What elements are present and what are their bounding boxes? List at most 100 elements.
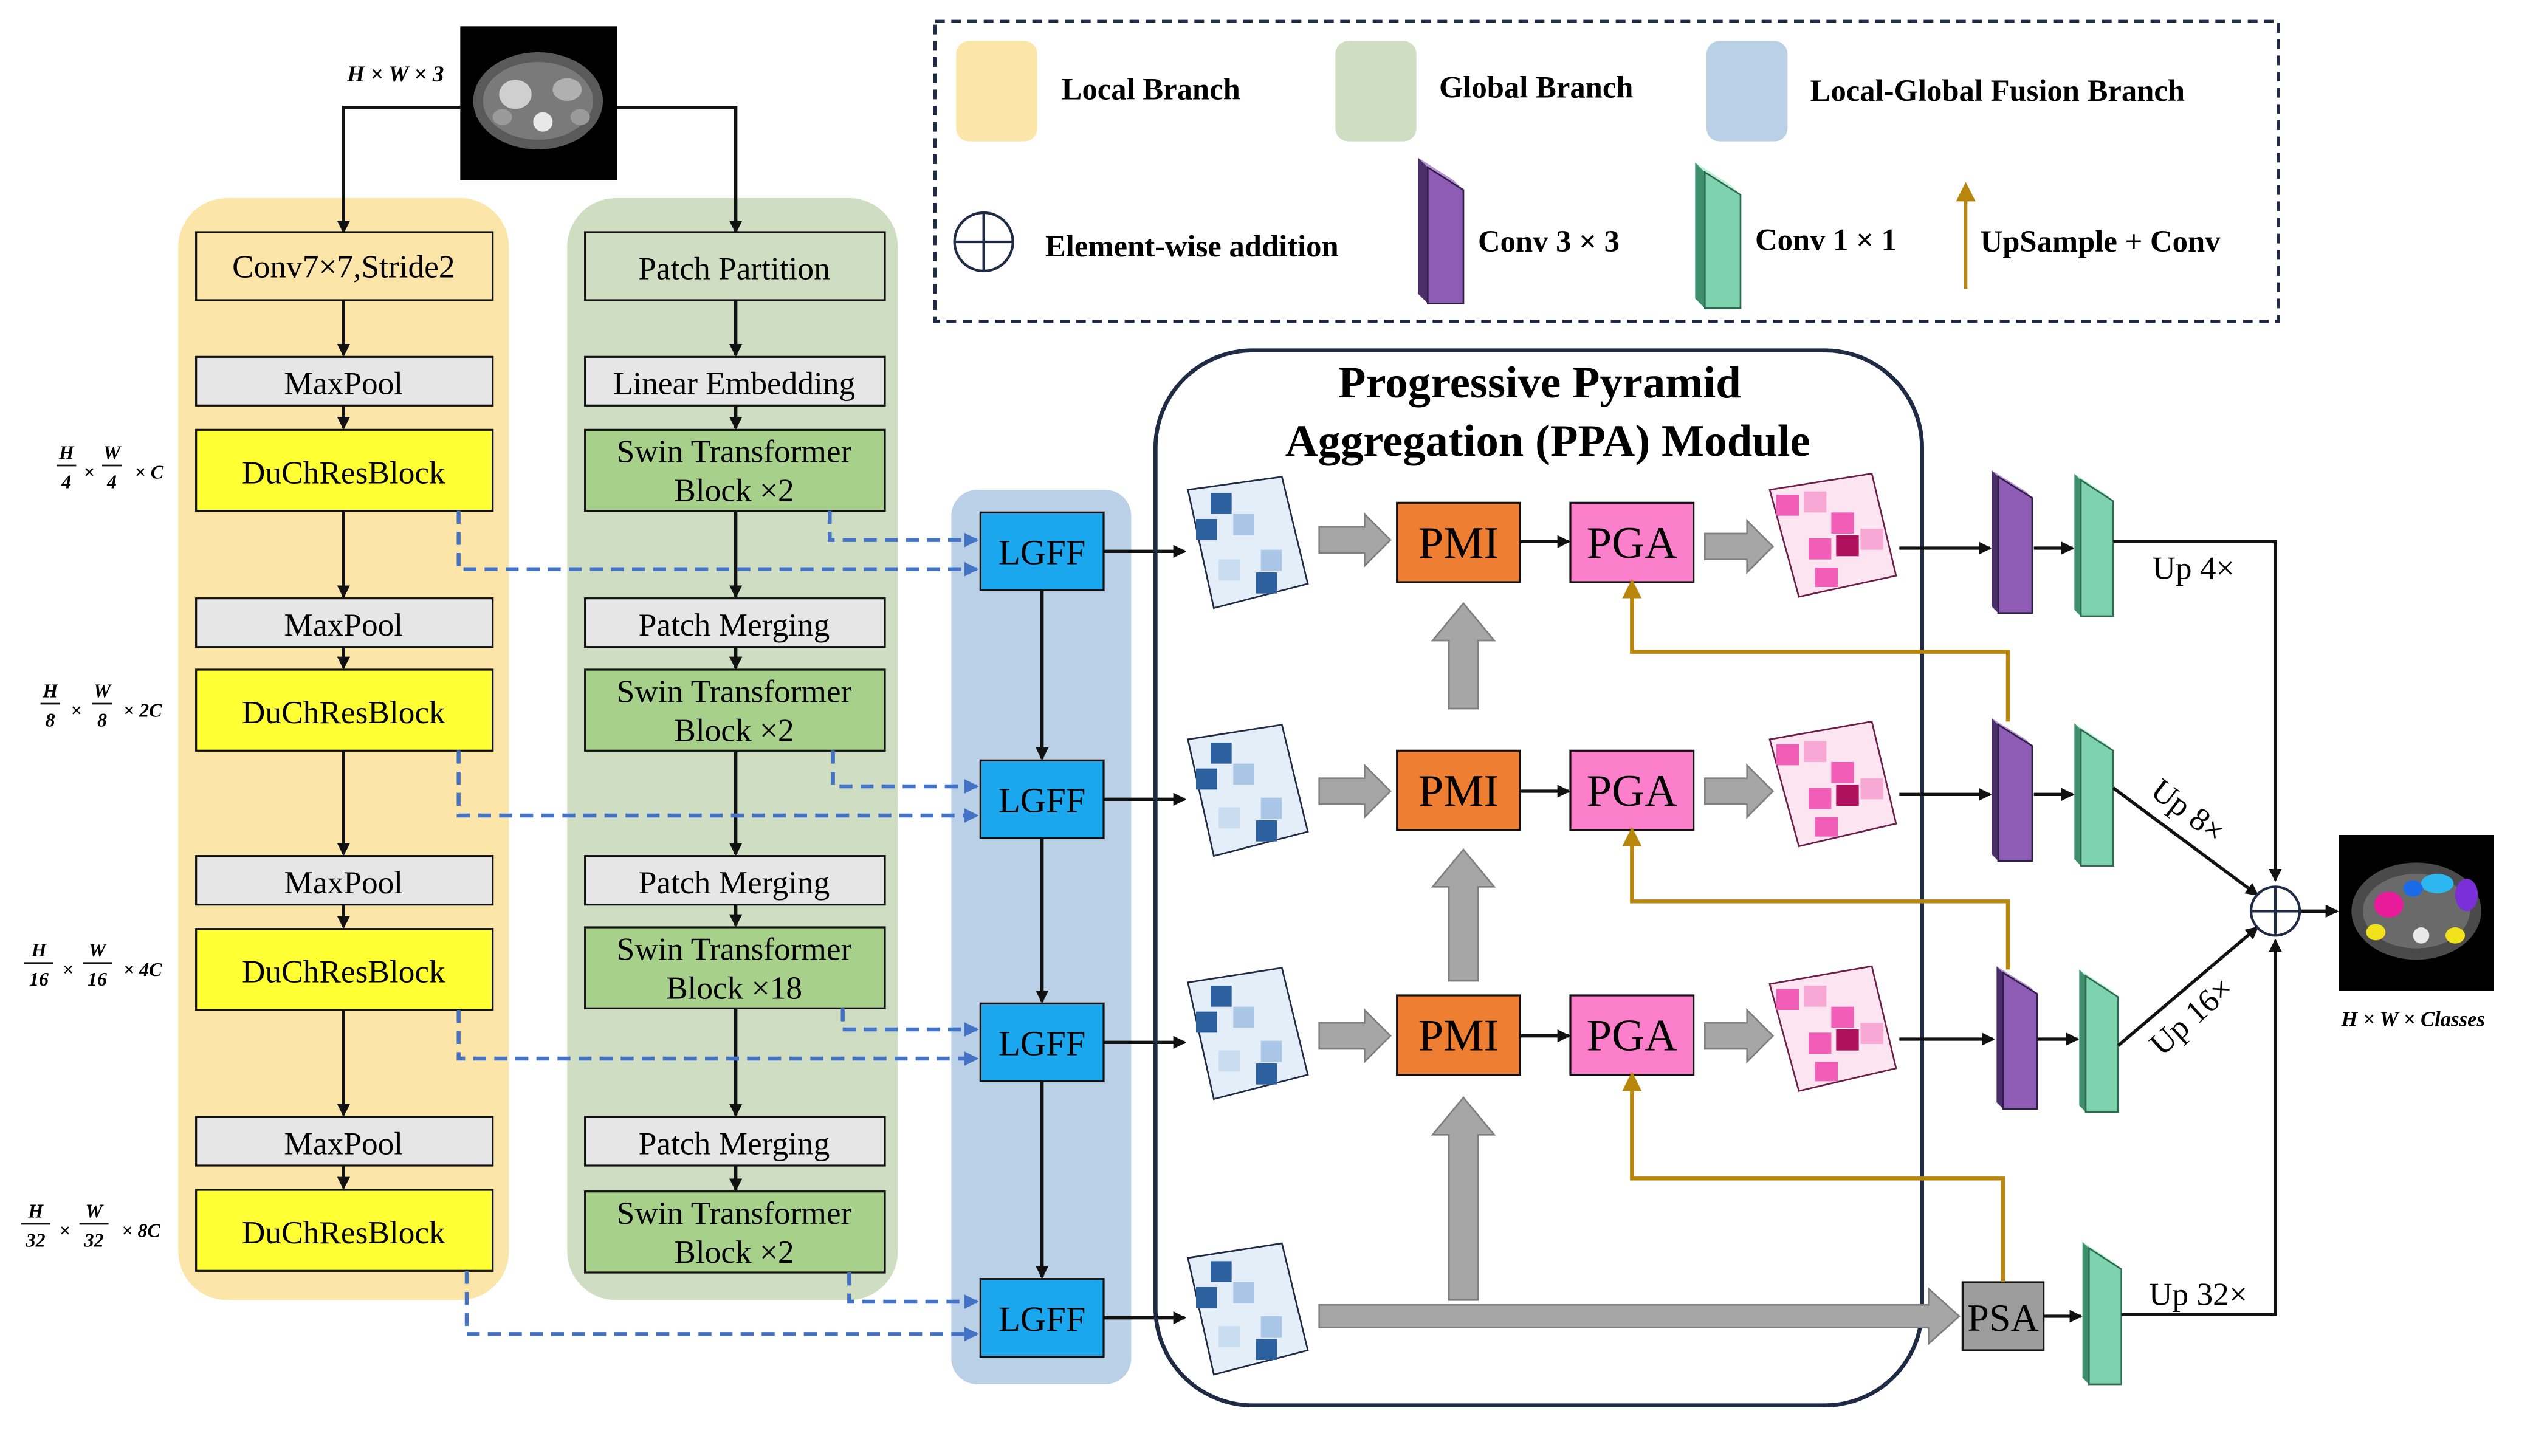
svg-text:16: 16 [29,968,49,990]
svg-text:16: 16 [88,968,107,990]
svg-text:H: H [42,679,58,701]
svg-text:H: H [58,441,75,463]
upsample-feedback-3 [1622,1071,2005,1282]
ppa-title-line2: Aggregation (PPA) Module [1285,416,1810,466]
upsample-feedback-1 [1622,579,2010,722]
lgff-2-label: LGFF [998,781,1085,820]
svg-text:×: × [70,699,81,721]
svg-text:W: W [85,1200,104,1221]
pmi-3-label: PMI [1418,1011,1499,1061]
duchresblock-4-label: DuChResBlock [242,1214,445,1251]
maxpool-3 [195,855,494,906]
svg-text:W: W [89,939,108,961]
conv1-block-4 [2082,1241,2122,1386]
feature-grid-pink-3 [1768,965,1897,1092]
input-size-label: H × W × 3 [346,62,444,87]
svg-text:× C: × C [135,461,164,482]
legend-frame [933,19,2280,323]
swin-block-3-line1: Swin Transformer [617,930,852,967]
linear-embedding-label: Linear Embedding [613,365,855,402]
duchresblock-2-label: DuChResBlock [242,694,445,730]
output-segmentation-image [2339,835,2494,991]
maxpool-1 [195,355,494,407]
swin-block-3-line2: Block ×18 [666,969,802,1006]
element-wise-addition-icon [953,211,1014,273]
local-branch-swatch [956,41,1037,142]
swin-block-4-line2: Block ×2 [674,1234,794,1270]
feature-grid-pink-1 [1768,472,1897,598]
pmi-up-arrow-3 [1431,1096,1496,1301]
pga-to-grid-arrow-1 [1704,518,1775,575]
maxpool-4-label: MaxPool [284,1125,404,1161]
grid-to-pmi-arrow-2 [1318,763,1392,819]
conv1-block-1 [2074,473,2114,617]
pga-to-grid-arrow-2 [1704,763,1775,819]
legend-conv3: Conv 3 × 3 [1478,224,1620,258]
duchresblock-3-label: DuChResBlock [242,953,445,990]
grid-to-pmi-arrow-1 [1318,512,1392,568]
patch-merging-3-label: Patch Merging [639,1125,830,1161]
grid-to-psa-arrow [1318,1286,1961,1346]
up16-path [2117,925,2259,1047]
svg-text:×: × [84,461,95,482]
conv7-label: Conv7×7,Stride2 [232,249,455,285]
pga-2-label: PGA [1587,766,1677,816]
conv3-legend-icon [1418,157,1465,304]
maxpool-3-label: MaxPool [284,864,404,901]
maxpool-2 [195,597,494,648]
svg-text:W: W [103,441,122,463]
pmi-block-1 [1396,501,1521,583]
conv1-legend-icon [1695,162,1742,309]
svg-text:×: × [63,958,74,980]
skip-connections [456,510,979,1342]
swin-block-2-line1: Swin Transformer [617,673,852,709]
scale-label-3: H 16 × W 16 × 4C [24,939,162,990]
svg-text:× 2C: × 2C [123,699,162,721]
pmi-block-3 [1396,994,1521,1076]
pga-3-label: PGA [1587,1011,1677,1061]
scale-label-1: H 4 × W 4 × C [57,441,164,492]
fusion-branch-swatch [1706,41,1788,142]
conv1-block-2 [2074,723,2114,867]
pga-1-label: PGA [1587,518,1677,568]
svg-text:32: 32 [26,1229,46,1251]
up32-label: Up 32× [2149,1276,2247,1312]
legend-fusion-branch: Local-Global Fusion Branch [1810,74,2185,108]
svg-text:4: 4 [61,470,71,492]
up8-path [2112,786,2259,896]
up4-label: Up 4× [2152,550,2234,586]
duchresblock-4 [195,1189,494,1272]
conv3-block-3 [1996,966,2038,1110]
swin-block-2 [584,668,886,752]
duchresblock-1-label: DuChResBlock [242,454,445,490]
pmi-1-label: PMI [1418,518,1499,568]
svg-text:8: 8 [97,709,107,730]
patch-merging-1-label: Patch Merging [639,606,830,643]
svg-text:4: 4 [106,470,117,492]
svg-text:× 8C: × 8C [122,1219,160,1241]
legend-local-branch: Local Branch [1062,72,1240,106]
swin-block-1-line2: Block ×2 [674,472,794,509]
legend-element-wise-addition: Element-wise addition [1045,229,1339,263]
legend-global-branch: Global Branch [1439,70,1633,105]
scale-label-2: H 8 × W 8 × 2C [40,679,162,730]
svg-text:H: H [31,939,47,961]
svg-text:8: 8 [46,709,55,730]
feature-grid-pink-2 [1768,720,1897,848]
maxpool-1-label: MaxPool [284,365,404,402]
svg-text:×: × [60,1219,70,1241]
lgff-block-4 [979,1278,1105,1358]
duchresblock-1 [195,428,494,512]
duchresblock-2 [195,668,494,752]
patch-partition-block [584,231,886,301]
maxpool-4 [195,1116,494,1167]
swin-block-1 [584,428,886,512]
legend-upsample-conv: UpSample + Conv [1981,224,2221,258]
input-ct-image [460,26,617,180]
element-wise-addition-node [2249,885,2301,937]
grid-to-pmi-arrow-3 [1318,1008,1392,1064]
feature-grid-blue-2 [1187,724,1309,857]
svg-text:H: H [27,1200,44,1221]
pmi-up-arrow-1 [1431,602,1496,710]
input-to-global-arrow [617,105,743,234]
